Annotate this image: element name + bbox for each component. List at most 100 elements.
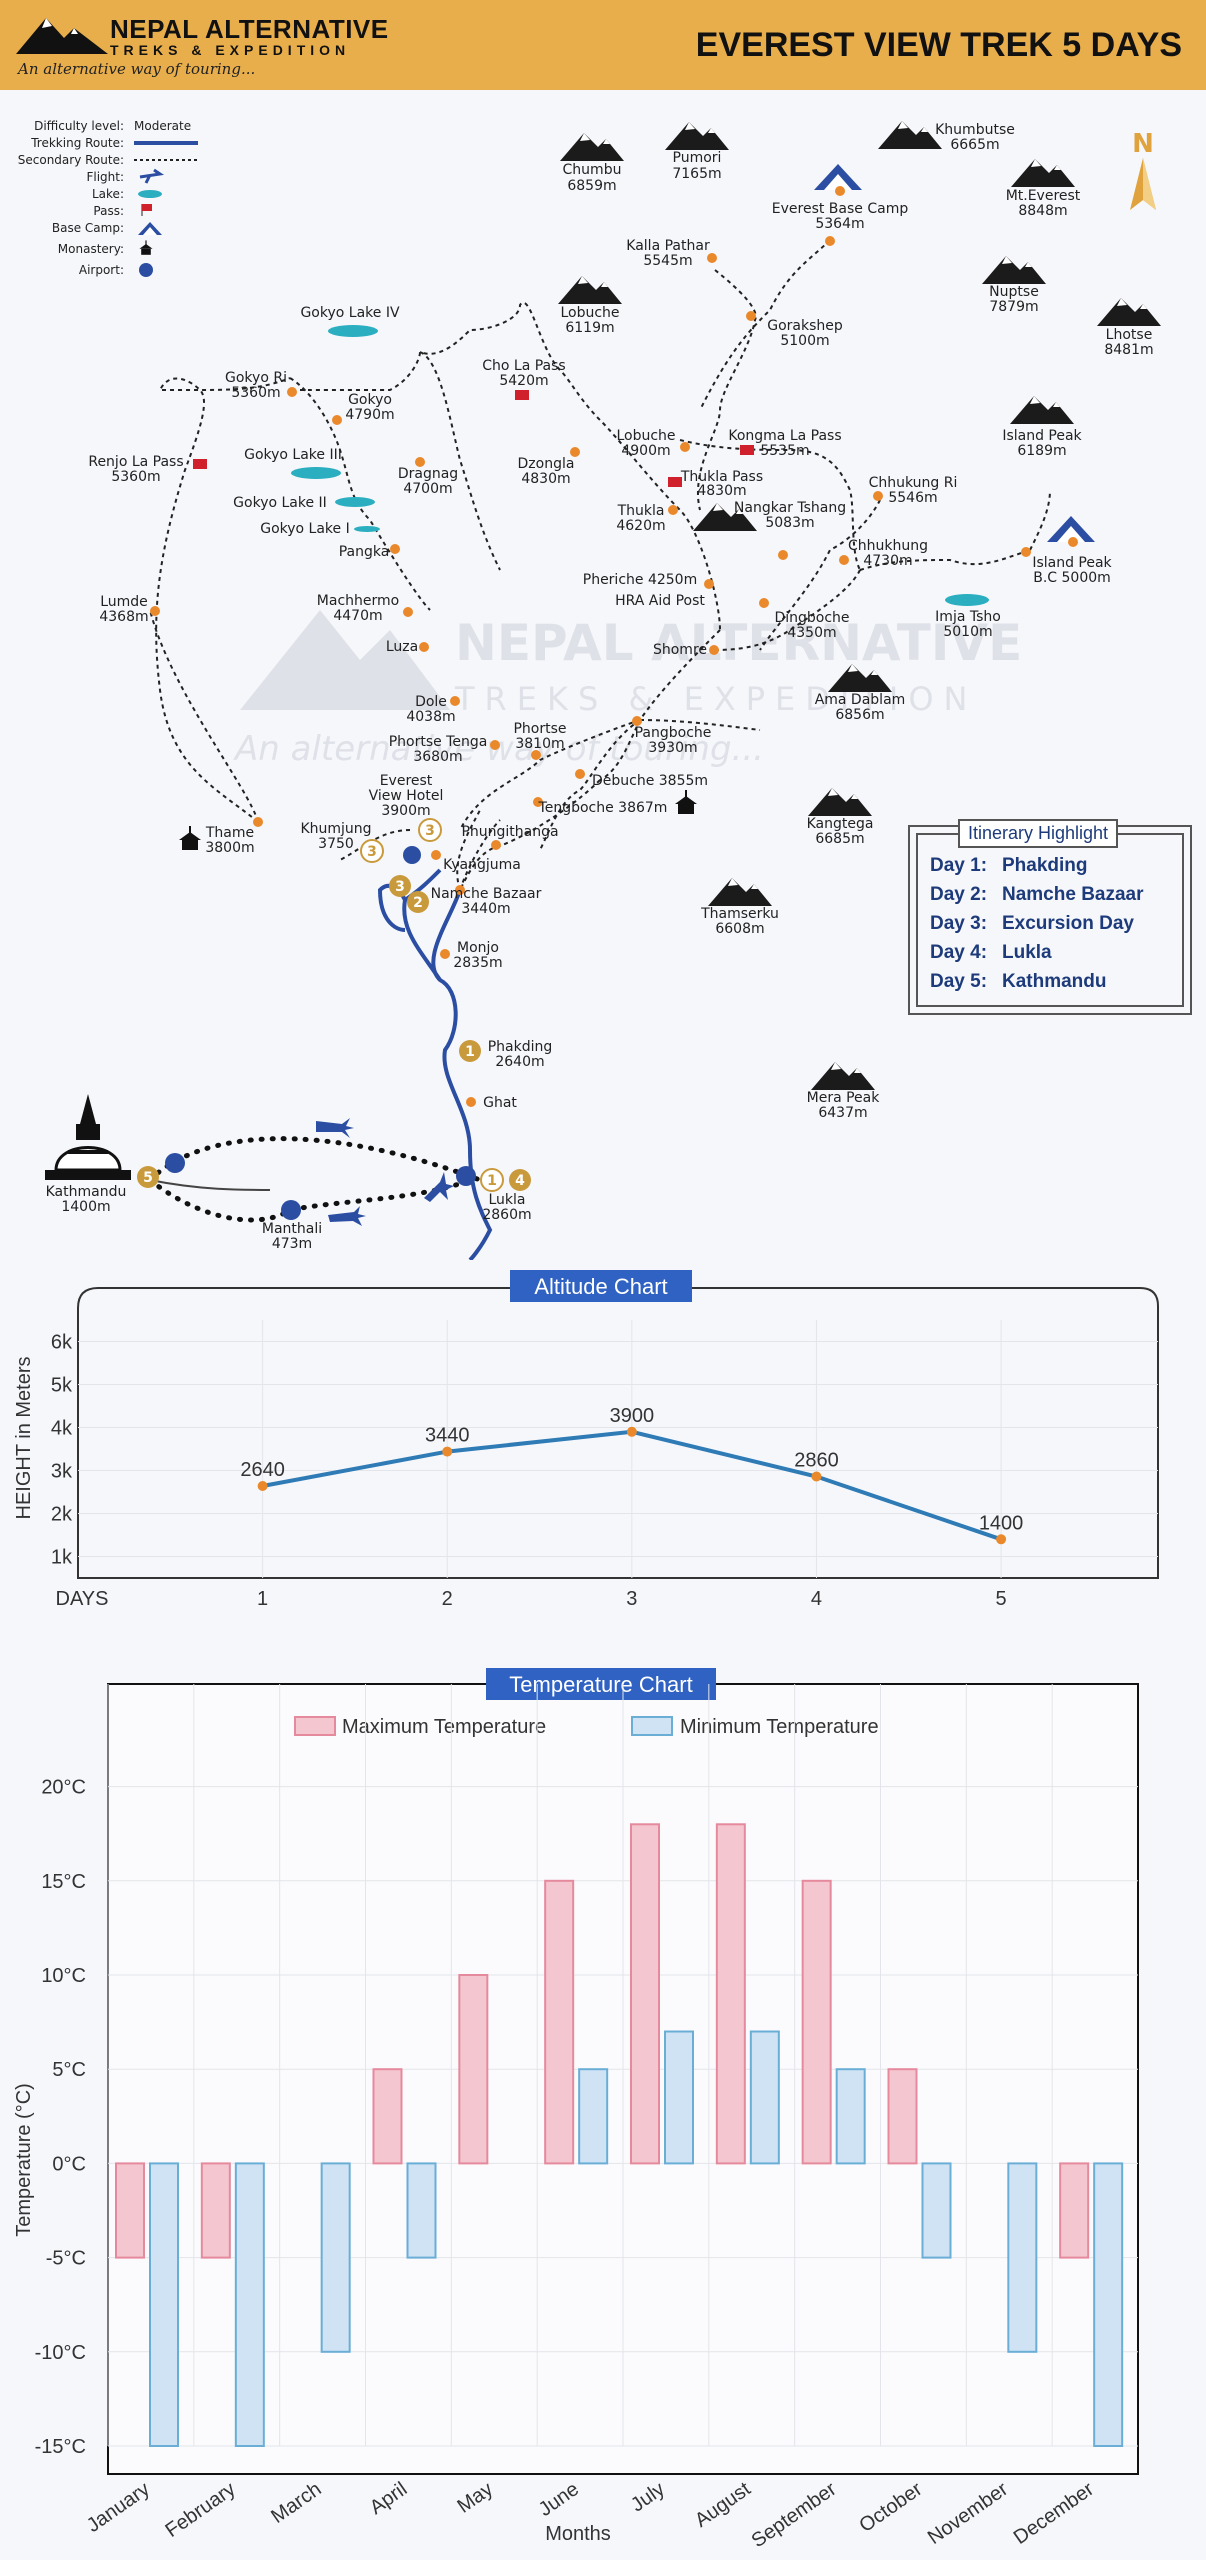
svg-text:N: N bbox=[1132, 129, 1154, 159]
itinerary-day: Day 1:Phakding bbox=[930, 855, 1088, 876]
svg-text:6189m: 6189m bbox=[1017, 443, 1066, 459]
max-temp-bar bbox=[1059, 2162, 1090, 2259]
svg-text:5: 5 bbox=[143, 1170, 153, 1186]
svg-text:Machhermo: Machhermo bbox=[317, 593, 399, 609]
min-temp-bar bbox=[921, 2162, 952, 2259]
svg-text:B.C 5000m: B.C 5000m bbox=[1033, 570, 1111, 586]
svg-text:Dole: Dole bbox=[415, 694, 447, 710]
itinerary-day: Day 5:Kathmandu bbox=[930, 971, 1107, 992]
svg-text:5546m: 5546m bbox=[888, 490, 937, 506]
svg-text:4038m: 4038m bbox=[406, 709, 455, 725]
temperature-x-tick: July bbox=[627, 2478, 669, 2516]
watermark: NEPAL ALTERNATIVE TREKS & EXPEDITION An … bbox=[233, 610, 1022, 769]
stupa-icon bbox=[45, 1094, 131, 1180]
svg-text:Moderate: Moderate bbox=[134, 119, 191, 133]
min-temp-bar bbox=[664, 2030, 694, 2165]
svg-text:7879m: 7879m bbox=[989, 299, 1038, 315]
temperature-y-tick: -5°C bbox=[46, 2248, 86, 2270]
svg-text:Pangka: Pangka bbox=[339, 544, 390, 560]
airport-icon bbox=[139, 263, 153, 277]
altitude-data-label: 3440 bbox=[425, 1425, 470, 1447]
svg-text:Khumjung: Khumjung bbox=[300, 821, 371, 837]
svg-text:Ama Dablam: Ama Dablam bbox=[815, 692, 906, 708]
svg-text:Manthali: Manthali bbox=[262, 1221, 322, 1237]
svg-text:NEPAL ALTERNATIVE: NEPAL ALTERNATIVE bbox=[455, 614, 1022, 672]
altitude-chart-title-badge bbox=[510, 1270, 692, 1302]
altitude-chart-frame bbox=[77, 1287, 1159, 1579]
svg-text:6119m: 6119m bbox=[565, 320, 614, 336]
svg-text:7165m: 7165m bbox=[672, 166, 721, 182]
max-temp-bar bbox=[630, 1823, 660, 2165]
svg-text:Chumbu: Chumbu bbox=[563, 162, 622, 178]
lake-icon bbox=[291, 325, 989, 606]
svg-text:4900m: 4900m bbox=[621, 443, 670, 459]
header-banner: NEPAL ALTERNATIVE TREKS & EXPEDITION An … bbox=[0, 0, 1206, 90]
svg-text:3: 3 bbox=[425, 823, 435, 839]
svg-text:Flight:: Flight: bbox=[86, 170, 124, 184]
monastery-icon bbox=[139, 240, 153, 255]
mountain-logo-icon bbox=[16, 18, 108, 54]
svg-text:1: 1 bbox=[465, 1044, 475, 1060]
temperature-x-tick: February bbox=[161, 2478, 239, 2542]
svg-text:Everest: Everest bbox=[380, 773, 433, 789]
north-compass: N bbox=[1130, 129, 1156, 210]
svg-text:3800m: 3800m bbox=[205, 840, 254, 856]
svg-text:5420m: 5420m bbox=[499, 373, 548, 389]
svg-text:Lumde: Lumde bbox=[100, 594, 148, 610]
svg-text:5545m: 5545m bbox=[643, 253, 692, 269]
tent-icon bbox=[138, 222, 162, 235]
altitude-point bbox=[996, 1534, 1007, 1545]
altitude-chart-title: Altitude Chart bbox=[534, 1274, 667, 1299]
min-temp-bar bbox=[149, 2162, 179, 2447]
altitude-grid bbox=[78, 1320, 1158, 1578]
svg-text:Kyangjuma: Kyangjuma bbox=[443, 857, 521, 873]
min-temp-bar bbox=[1007, 2162, 1038, 2353]
temperature-y-tick: 0°C bbox=[52, 2153, 86, 2175]
svg-text:Lhotse: Lhotse bbox=[1106, 327, 1153, 343]
svg-text:Lukla: Lukla bbox=[488, 1192, 525, 1208]
svg-text:Dzongla: Dzongla bbox=[518, 456, 575, 472]
svg-text:Monastery:: Monastery: bbox=[58, 242, 124, 256]
brand-title: NEPAL ALTERNATIVE bbox=[110, 14, 389, 44]
temperature-x-label: Months bbox=[545, 2523, 611, 2545]
day-badges: 1 2 3 3 3 4 5 1 bbox=[137, 818, 531, 1192]
altitude-x-tick: 1 bbox=[257, 1588, 268, 1610]
svg-text:Everest Base Camp: Everest Base Camp bbox=[772, 201, 909, 217]
airport-icon bbox=[165, 846, 476, 1220]
svg-text:Secondary Route:: Secondary Route: bbox=[18, 153, 124, 167]
itinerary-day: Day 2:Namche Bazaar bbox=[930, 884, 1144, 905]
altitude-data-label: 2640 bbox=[240, 1459, 285, 1481]
temperature-x-tick: June bbox=[535, 2478, 583, 2521]
svg-text:2835m: 2835m bbox=[453, 955, 502, 971]
svg-text:Gorakshep: Gorakshep bbox=[767, 318, 843, 334]
svg-text:Thukla: Thukla bbox=[617, 503, 665, 519]
trekking-route bbox=[377, 868, 493, 1260]
max-temp-bar bbox=[887, 2068, 918, 2165]
itinerary-day: Day 3:Excursion Day bbox=[930, 913, 1134, 934]
svg-text:Gokyo Lake IV: Gokyo Lake IV bbox=[300, 305, 400, 321]
altitude-y-tick: 1k bbox=[51, 1547, 73, 1569]
svg-text:Base Camp:: Base Camp: bbox=[52, 221, 124, 235]
svg-text:4350m: 4350m bbox=[787, 625, 836, 641]
altitude-point bbox=[257, 1480, 268, 1491]
altitude-x-tick: 2 bbox=[442, 1588, 453, 1610]
svg-text:Thamserku: Thamserku bbox=[700, 906, 779, 922]
svg-text:Thukla Pass: Thukla Pass bbox=[680, 469, 763, 485]
svg-text:473m: 473m bbox=[272, 1236, 312, 1252]
svg-text:4830m: 4830m bbox=[697, 483, 746, 499]
temperature-x-tick: December bbox=[1010, 2478, 1098, 2549]
max-temp-bar bbox=[372, 2068, 403, 2165]
max-temp-bar bbox=[115, 2162, 145, 2259]
max-temp-bar bbox=[200, 2162, 231, 2259]
svg-text:Nangkar Tshang: Nangkar Tshang bbox=[734, 500, 846, 516]
svg-text:2640m: 2640m bbox=[495, 1054, 544, 1070]
min-temp-bar bbox=[406, 2162, 437, 2259]
tent-icon bbox=[814, 164, 1095, 547]
svg-text:View Hotel: View Hotel bbox=[369, 788, 444, 804]
svg-text:Monjo: Monjo bbox=[457, 940, 499, 956]
altitude-data-label: 1400 bbox=[979, 1512, 1024, 1534]
altitude-point bbox=[442, 1446, 453, 1457]
